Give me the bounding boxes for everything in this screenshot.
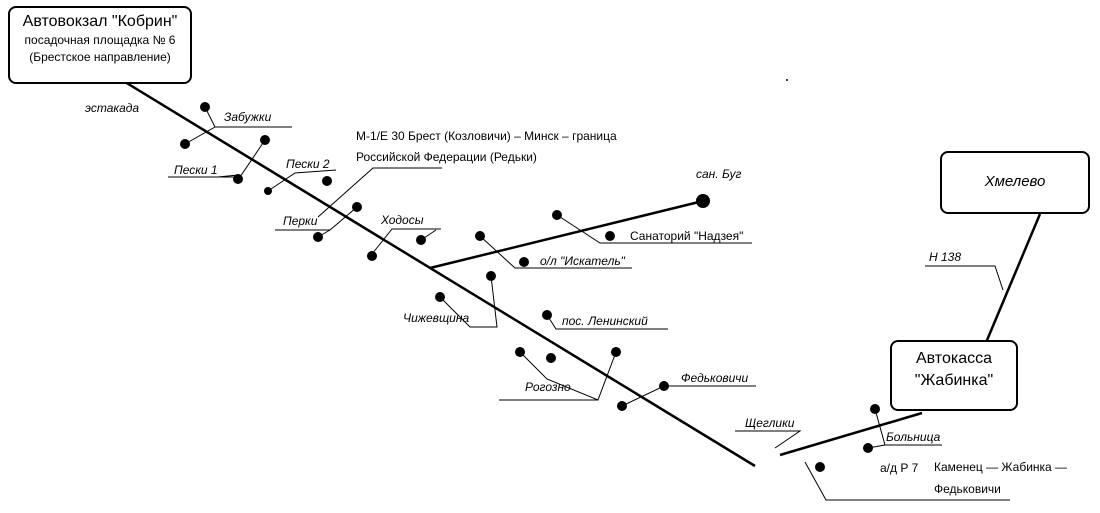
stop-dot (367, 251, 377, 261)
label-m1-line1: М-1/Е 30 Брест (Козловичи) – Минск – гра… (356, 129, 617, 143)
route-line-san-bug (429, 199, 704, 270)
route-line-zhabinka (779, 411, 923, 457)
stop-dot (515, 347, 525, 357)
terminal-kobrin-direction: (Брестское направление) (29, 50, 171, 64)
terminal-zhabinka-line2: "Жабинка" (914, 372, 994, 389)
stop-dot (260, 135, 270, 145)
stop-dot (863, 443, 873, 453)
stop-dot (200, 102, 210, 112)
leader-pos-leninsky (546, 314, 668, 330)
stop-dot (322, 176, 332, 186)
label-perki: Перки (283, 214, 318, 228)
leader-ol-iskatel (479, 235, 632, 269)
stop-dot (605, 231, 615, 241)
leader-h138 (925, 265, 1004, 291)
leader-zabuzhki-2 (184, 126, 216, 145)
terminal-zhabinka-line1: Автокасса (915, 350, 992, 367)
stop-dot (696, 194, 710, 208)
stop-dot (352, 202, 362, 212)
stop-dot (475, 231, 485, 241)
terminal-zhabinka-box: Автокасса "Жабинка" (890, 340, 1018, 411)
label-sanatorium: Санаторий "Надзея" (630, 229, 744, 243)
label-zabuzhki: Забужки (224, 110, 272, 124)
label-estakada: эстакада (85, 101, 140, 115)
stop-dot (180, 139, 190, 149)
terminal-khmelevo-title: Хмелево (984, 173, 1046, 190)
label-h138: Н 138 (929, 250, 962, 264)
stop-dot (659, 381, 669, 391)
stop-dot (617, 401, 627, 411)
stray-mark (786, 79, 788, 81)
stop-dot (870, 404, 880, 414)
stop-dots (180, 79, 880, 472)
terminal-kobrin-platform: посадочная площадка № 6 (24, 33, 176, 47)
label-san-bug: сан. Буг (696, 167, 742, 181)
label-khodosy: Ходосы (381, 213, 424, 227)
label-r7-line2: Федьковичи (934, 482, 1001, 496)
label-rogozno: Рогозно (525, 380, 571, 394)
leader-chizhevshchina (439, 275, 498, 328)
leader-lines (168, 106, 1010, 501)
terminal-khmelevo-box: Хмелево (940, 151, 1090, 214)
stop-dot (486, 271, 496, 281)
stop-dot (546, 353, 556, 363)
leader-rogozno (519, 351, 617, 401)
label-peski2: Пески 2 (286, 157, 330, 171)
label-r7-line1: Каменец — Жабинка — (934, 460, 1068, 474)
leader-peski2 (267, 169, 337, 192)
label-r7-prefix: а/д Р 7 (880, 461, 919, 475)
leader-r7 (804, 461, 1010, 501)
stop-dot (435, 292, 445, 302)
label-fedkovichi: Федьковичи (681, 371, 749, 385)
label-chizhevshchina: Чижевщина (403, 311, 470, 325)
stop-dot (815, 462, 825, 472)
terminal-kobrin-title: Автовокзал "Кобрин" (22, 13, 178, 30)
label-ol-iskatel: о/л "Искатель" (540, 254, 625, 268)
label-pos-leninsky: пос. Ленинский (562, 314, 648, 328)
stop-dot (552, 210, 562, 220)
stop-dot (542, 310, 552, 320)
leader-shcheglik (735, 430, 802, 449)
label-bolnitsa: Больница (886, 430, 941, 444)
route-line-khmelevo (983, 213, 1042, 346)
leader-m1 (317, 167, 442, 218)
label-shcheglik: Щеглики (745, 416, 795, 430)
stop-dot (611, 347, 621, 357)
leader-khodosy (371, 228, 441, 255)
stop-dot (233, 174, 243, 184)
leader-fedkovichi (621, 385, 756, 407)
stop-dot (519, 257, 529, 267)
label-m1-line2: Российской Федерации (Редьки) (356, 150, 537, 164)
terminal-kobrin-box: Автовокзал "Кобрин" посадочная площадка … (8, 6, 192, 84)
stop-dot (416, 235, 426, 245)
stop-dot (313, 232, 323, 242)
label-peski1: Пески 1 (174, 163, 218, 177)
main-route-line (124, 80, 756, 468)
stop-dot (264, 187, 272, 195)
leader-sanatorium (556, 214, 752, 244)
